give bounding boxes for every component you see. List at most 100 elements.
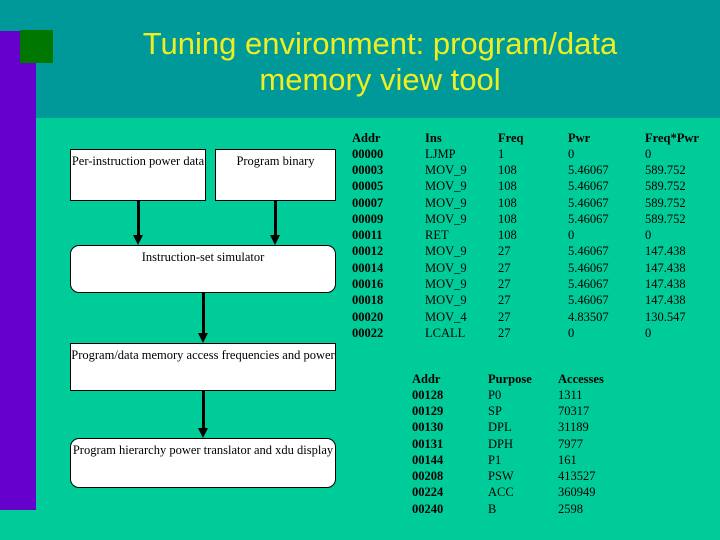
cell-addr: 00000 — [352, 146, 384, 161]
cell-purpose: DPH — [488, 436, 514, 451]
cell-purpose: DPL — [488, 420, 512, 435]
cell-purpose: P0 — [488, 387, 502, 402]
cell-accesses: 161 — [558, 452, 577, 467]
flow-box-label: Program hierarchy power translator and x… — [72, 443, 334, 457]
cell-freq: 108 — [498, 228, 517, 243]
cell-ins: MOV_9 — [425, 195, 467, 210]
cell-accesses: 70317 — [558, 403, 590, 418]
cell-pwr: 5.46067 — [568, 179, 609, 194]
cell-addr: 00009 — [352, 211, 384, 226]
cell-freq-pwr: 147.438 — [645, 277, 686, 292]
cell-ins: MOV_9 — [425, 244, 467, 259]
column-header-addr: Addr — [412, 371, 441, 386]
cell-freq-pwr: 589.752 — [645, 195, 686, 210]
cell-addr: 00005 — [352, 179, 384, 194]
flow-arrow-down-icon — [270, 201, 280, 245]
cell-addr: 00020 — [352, 309, 384, 324]
title-band — [0, 0, 720, 118]
cell-freq: 27 — [498, 325, 511, 340]
flow-box-program-hierarchy-power-translator: Program hierarchy power translator and x… — [70, 438, 336, 488]
decorative-accent-square — [20, 30, 53, 63]
cell-pwr: 0 — [568, 146, 575, 161]
table-row: 00000 LJMP 1 0 0 — [352, 146, 715, 162]
cell-ins: MOV_9 — [425, 260, 467, 275]
cell-accesses: 1311 — [558, 387, 583, 402]
column-header-addr: Addr — [352, 130, 381, 145]
flow-arrow-down-icon — [198, 293, 208, 343]
cell-freq: 108 — [498, 162, 517, 177]
cell-freq-pwr: 130.547 — [645, 309, 686, 324]
cell-pwr: 5.46067 — [568, 195, 609, 210]
column-header-ins: Ins — [425, 130, 442, 145]
cell-addr: 00240 — [412, 501, 444, 516]
cell-freq: 27 — [498, 260, 511, 275]
cell-addr: 00130 — [412, 420, 444, 435]
table-row: 00014 MOV_9 27 5.46067 147.438 — [352, 260, 715, 276]
table-header-row: Addr Ins Freq Pwr Freq*Pwr — [352, 130, 715, 146]
cell-pwr: 5.46067 — [568, 293, 609, 308]
flow-box-label: Per-instruction power data — [71, 154, 205, 168]
flow-box-per-instruction-power-data: Per-instruction power data — [70, 149, 206, 201]
cell-addr: 00128 — [412, 387, 444, 402]
cell-accesses: 31189 — [558, 420, 589, 435]
cell-pwr: 5.46067 — [568, 244, 609, 259]
cell-ins: MOV_9 — [425, 293, 467, 308]
cell-freq: 27 — [498, 293, 511, 308]
cell-freq: 27 — [498, 309, 511, 324]
flow-box-label: Instruction-set simulator — [141, 250, 265, 264]
cell-pwr: 5.46067 — [568, 162, 609, 177]
cell-addr: 00018 — [352, 293, 384, 308]
flow-box-label: Program/data memory access frequencies a… — [71, 348, 335, 362]
cell-ins: RET — [425, 228, 449, 243]
flow-box-memory-access-frequencies-and-power: Program/data memory access frequencies a… — [70, 343, 336, 391]
cell-freq: 108 — [498, 195, 517, 210]
cell-purpose: ACC — [488, 485, 514, 500]
column-header-purpose: Purpose — [488, 371, 532, 386]
cell-pwr: 0 — [568, 228, 575, 243]
column-header-accesses: Accesses — [558, 371, 604, 386]
cell-ins: MOV_9 — [425, 162, 467, 177]
cell-freq-pwr: 589.752 — [645, 179, 686, 194]
flow-arrow-down-icon — [198, 391, 208, 438]
cell-freq: 27 — [498, 277, 511, 292]
table-row: 00224 ACC 360949 — [412, 485, 628, 501]
cell-addr: 00016 — [352, 277, 384, 292]
flow-arrow-down-icon — [133, 201, 143, 245]
cell-ins: MOV_9 — [425, 277, 467, 292]
cell-freq-pwr: 147.438 — [645, 260, 686, 275]
cell-freq-pwr: 0 — [645, 146, 652, 161]
cell-purpose: B — [488, 501, 497, 516]
cell-addr: 00022 — [352, 325, 384, 340]
cell-freq: 108 — [498, 179, 517, 194]
cell-addr: 00131 — [412, 436, 444, 451]
cell-purpose: P1 — [488, 452, 502, 467]
cell-accesses: 360949 — [558, 485, 596, 500]
cell-freq: 1 — [498, 146, 505, 161]
cell-accesses: 413527 — [558, 469, 596, 484]
cell-addr: 00208 — [412, 469, 444, 484]
cell-addr: 00014 — [352, 260, 384, 275]
cell-purpose: PSW — [488, 469, 514, 484]
cell-addr: 00129 — [412, 403, 444, 418]
cell-ins: LJMP — [425, 146, 456, 161]
cell-pwr: 5.46067 — [568, 260, 609, 275]
flow-box-program-binary: Program binary — [215, 149, 336, 201]
cell-addr: 00224 — [412, 485, 444, 500]
table-row: 00208 PSW 413527 — [412, 468, 628, 484]
cell-freq-pwr: 0 — [645, 228, 652, 243]
decorative-accent-bar — [0, 31, 36, 510]
